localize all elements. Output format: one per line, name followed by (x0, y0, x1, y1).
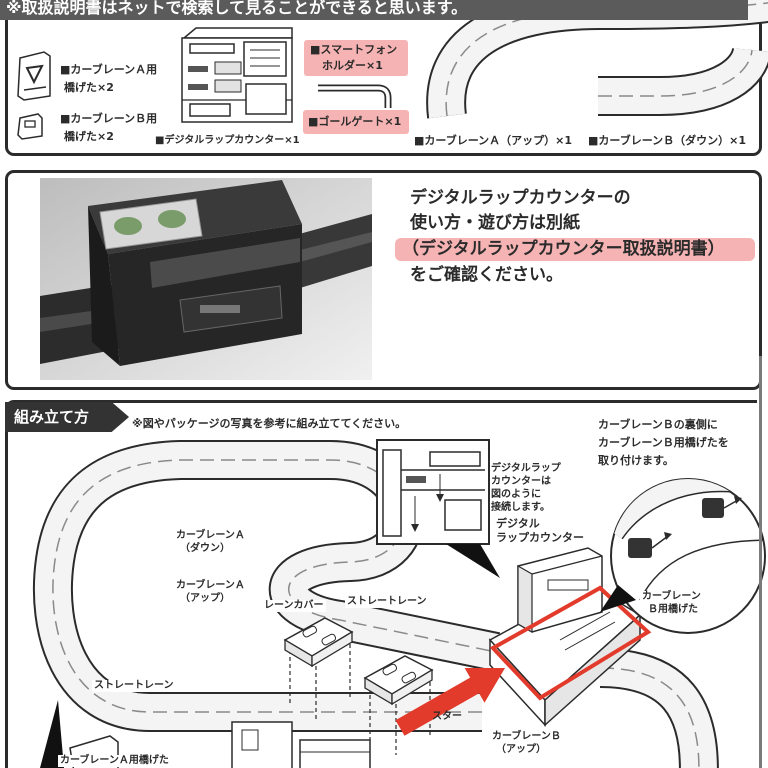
counter-note-line2: 使い方・遊び方は別紙 (410, 213, 580, 233)
lane-cover-2 (363, 655, 434, 755)
curve-b-down-caption: ■カーブレーンＢ（ダウン）×1 (588, 134, 747, 147)
assembly-heading: 組み立て方 (5, 402, 129, 432)
top-banner: ※取扱説明書はネットで検索して見ることができると思います。 (0, 0, 748, 20)
goal-gate-caption: ■ゴールゲート×1 (308, 115, 402, 128)
phone-holder-caption-line1: ■スマートフォン (310, 43, 398, 56)
counter-note-line4: をご確認ください。 (410, 265, 563, 285)
bracket-a-qty: 橋げた×2 (64, 81, 114, 94)
bracket-a-name: ■カーブレーンＡ用 (60, 63, 158, 76)
label-straight-lane-upper: ストレートレーン (345, 596, 429, 608)
bracket-b-name: ■カーブレーンＢ用 (60, 112, 158, 125)
label-bracket-b-line1: カーブレーン (640, 591, 703, 603)
bracket-b-piece (628, 538, 652, 558)
assembly-panel (5, 400, 757, 768)
red-arrow (395, 668, 505, 736)
label-curve-b-up-line1: カーブレーンＢ (490, 731, 563, 743)
track-surface (600, 668, 699, 768)
lap-counter-photo (40, 178, 372, 380)
bracket-b-illustration (17, 113, 43, 140)
bracket-b-callout-line2: カーブレーンＢ用橋げたを (598, 436, 729, 449)
separate-manual-highlight (395, 238, 755, 261)
label-bracket-b-line2: Ｂ用橋げた (646, 604, 700, 616)
bracket-b-qty: 橋げた×2 (64, 130, 114, 143)
phone-holder-highlight (304, 40, 408, 76)
label-straight-lane-lower: ストレートレーン (92, 680, 176, 692)
phone-holder-illustration (318, 84, 392, 108)
label-bracket-a: カーブレーンＡ用橋げた (58, 755, 171, 767)
counter-note-line3: （デジタルラップカウンター取扱説明書） (402, 239, 725, 259)
counter-callout-line3: 図のように (491, 489, 541, 500)
goal-gate-highlight (303, 110, 409, 134)
page-edge-line (759, 356, 762, 768)
label-curve-a-down-line1: カーブレーンＡ (174, 530, 247, 542)
curve-lane-b-up-illustration (600, 668, 699, 768)
photo-lane-slot (150, 238, 300, 288)
label-curve-a-down-line2: （ダウン） (178, 543, 232, 555)
bracket-b-callout-line3: 取り付けます。 (598, 454, 674, 467)
counter-callout-line1: デジタルラップ (491, 463, 561, 474)
support-pillar-illustration (231, 721, 371, 768)
counter-connection-inset (376, 439, 500, 578)
curve-lane-b-illustration (598, 50, 752, 96)
lane-cover-1 (283, 617, 354, 720)
label-lap-counter-line2: ラップカウンター (496, 531, 584, 544)
lap-counter-assembled (488, 547, 642, 727)
counter-callout-line2: カウンターは (491, 476, 551, 487)
bracket-b-callout-line1: カーブレーンＢの裏側に (598, 418, 718, 431)
label-lane-cover: レーンカバー (262, 600, 326, 612)
label-curve-b-up-line2: （アップ） (494, 744, 548, 756)
label-lap-counter-line1: デジタル (496, 517, 540, 530)
photo-counter-side (88, 206, 120, 366)
bracket-b-piece (702, 498, 724, 518)
counter-callout-line4: 接続します。 (491, 502, 550, 513)
assembly-note: ※図やパッケージの写真を参考に組み立ててください。 (132, 417, 407, 430)
lap-counter-illustration (181, 27, 293, 123)
phone-holder-caption-line2: ホルダー×1 (322, 59, 383, 72)
curve-a-up-caption: ■カーブレーンＡ（アップ）×1 (414, 134, 573, 147)
lap-counter-note-panel (5, 170, 762, 390)
counter-note-line1: デジタルラップカウンターの (410, 188, 631, 208)
label-start: スター (432, 711, 462, 722)
lap-counter-caption: ■デジタルラップカウンター×1 (155, 135, 300, 146)
label-curve-a-up-line2: （アップ） (178, 593, 232, 605)
counter-highlight-frame (489, 585, 652, 701)
bracket-a-illustration (17, 51, 51, 101)
label-curve-a-up-line1: カーブレーンＡ (174, 580, 247, 592)
